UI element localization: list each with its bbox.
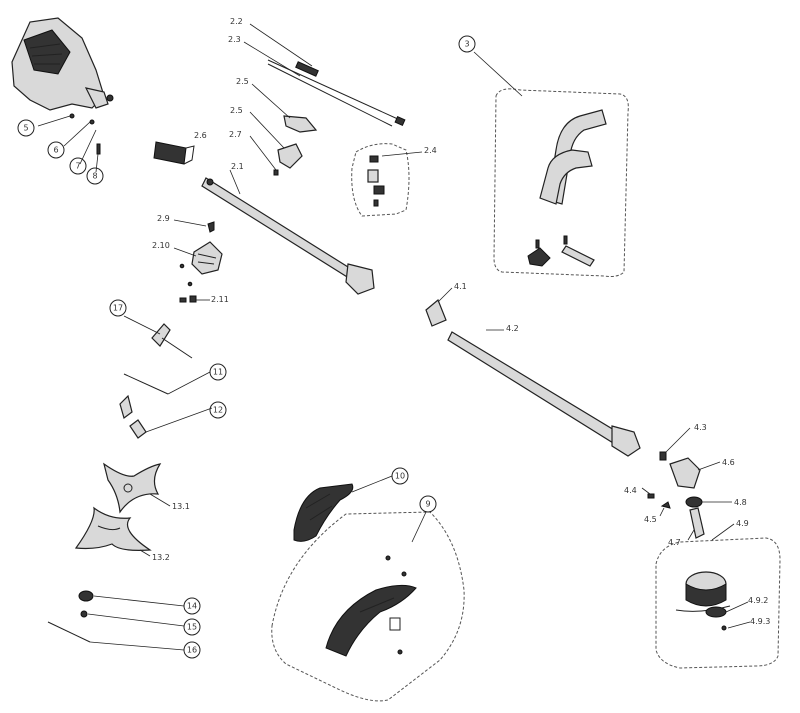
- label-4-3: 4.3: [694, 423, 707, 432]
- label-2-7: 2.7: [229, 130, 242, 139]
- svg-text:8: 8: [92, 172, 97, 181]
- svg-text:15: 15: [187, 623, 197, 632]
- label-2-2: 2.2: [230, 17, 243, 26]
- label-13-1: 13.1: [172, 502, 190, 511]
- label-4-8: 4.8: [734, 498, 747, 507]
- engine-screw-parts: [37, 113, 101, 173]
- callout-7: 7: [69, 157, 87, 175]
- engine-unit: [11, 17, 114, 111]
- label-4-5: 4.5: [644, 515, 657, 524]
- svg-text:17: 17: [113, 304, 123, 313]
- gear-head-parts: [641, 427, 735, 541]
- svg-text:7: 7: [75, 162, 80, 171]
- label-2-1: 2.1: [231, 162, 244, 171]
- label-2-9: 2.9: [157, 214, 170, 223]
- callout-11: 11: [209, 363, 227, 381]
- svg-text:6: 6: [53, 146, 58, 155]
- svg-text:5: 5: [23, 124, 28, 133]
- label-2-6: 2.6: [194, 131, 207, 140]
- label-4-1: 4.1: [454, 282, 467, 291]
- callout-9: 9: [419, 495, 437, 513]
- label-2-4: 2.4: [424, 146, 437, 155]
- upper-shaft: [201, 169, 375, 295]
- svg-text:14: 14: [187, 602, 197, 611]
- handlebar-group: [473, 51, 629, 277]
- label-2-5b: 2.5: [230, 106, 243, 115]
- svg-text:9: 9: [425, 500, 430, 509]
- svg-text:16: 16: [187, 646, 197, 655]
- tool-parts: [119, 315, 213, 439]
- trimmer-head-group: [655, 537, 781, 669]
- callout-17: 17: [109, 299, 127, 317]
- label-2-3: 2.3: [228, 35, 241, 44]
- label-4-9: 4.9: [736, 519, 749, 528]
- callout-16: 16: [183, 641, 201, 659]
- three-tooth-blade: [103, 462, 171, 514]
- throttle-cables: [243, 23, 406, 127]
- callout-14: 14: [183, 597, 201, 615]
- callout-8: 8: [86, 167, 104, 185]
- small-parts: [47, 590, 185, 651]
- svg-text:11: 11: [213, 368, 223, 377]
- callout-12: 12: [209, 401, 227, 419]
- label-2-5a: 2.5: [236, 77, 249, 86]
- callout-5: 5: [17, 119, 35, 137]
- callout-15: 15: [183, 618, 201, 636]
- label-4-7: 4.7: [668, 538, 681, 547]
- label-2-11: 2.11: [211, 295, 229, 304]
- label-4-9-2: 4.9.2: [748, 596, 768, 605]
- handle-grip: [153, 141, 195, 165]
- label-4-6: 4.6: [722, 458, 735, 467]
- svg-text:12: 12: [213, 406, 223, 415]
- group-2-4: [351, 143, 423, 217]
- callout-10: 10: [391, 467, 409, 485]
- guard-part-10: [293, 475, 393, 542]
- svg-text:3: 3: [464, 40, 469, 49]
- callout-6: 6: [47, 141, 65, 159]
- blade-guard-plate: [74, 506, 152, 557]
- label-2-10: 2.10: [152, 241, 170, 250]
- throttle-housing-parts: [173, 219, 223, 303]
- label-13-2: 13.2: [152, 553, 170, 562]
- lower-shaft: [425, 287, 641, 457]
- grass-guard-group: [271, 511, 465, 702]
- callout-3: 3: [458, 35, 476, 53]
- label-4-2: 4.2: [506, 324, 519, 333]
- throttle-lever-parts: [249, 83, 318, 176]
- svg-text:10: 10: [395, 472, 405, 481]
- label-4-4: 4.4: [624, 486, 637, 495]
- label-4-9-3: 4.9.3: [750, 617, 770, 626]
